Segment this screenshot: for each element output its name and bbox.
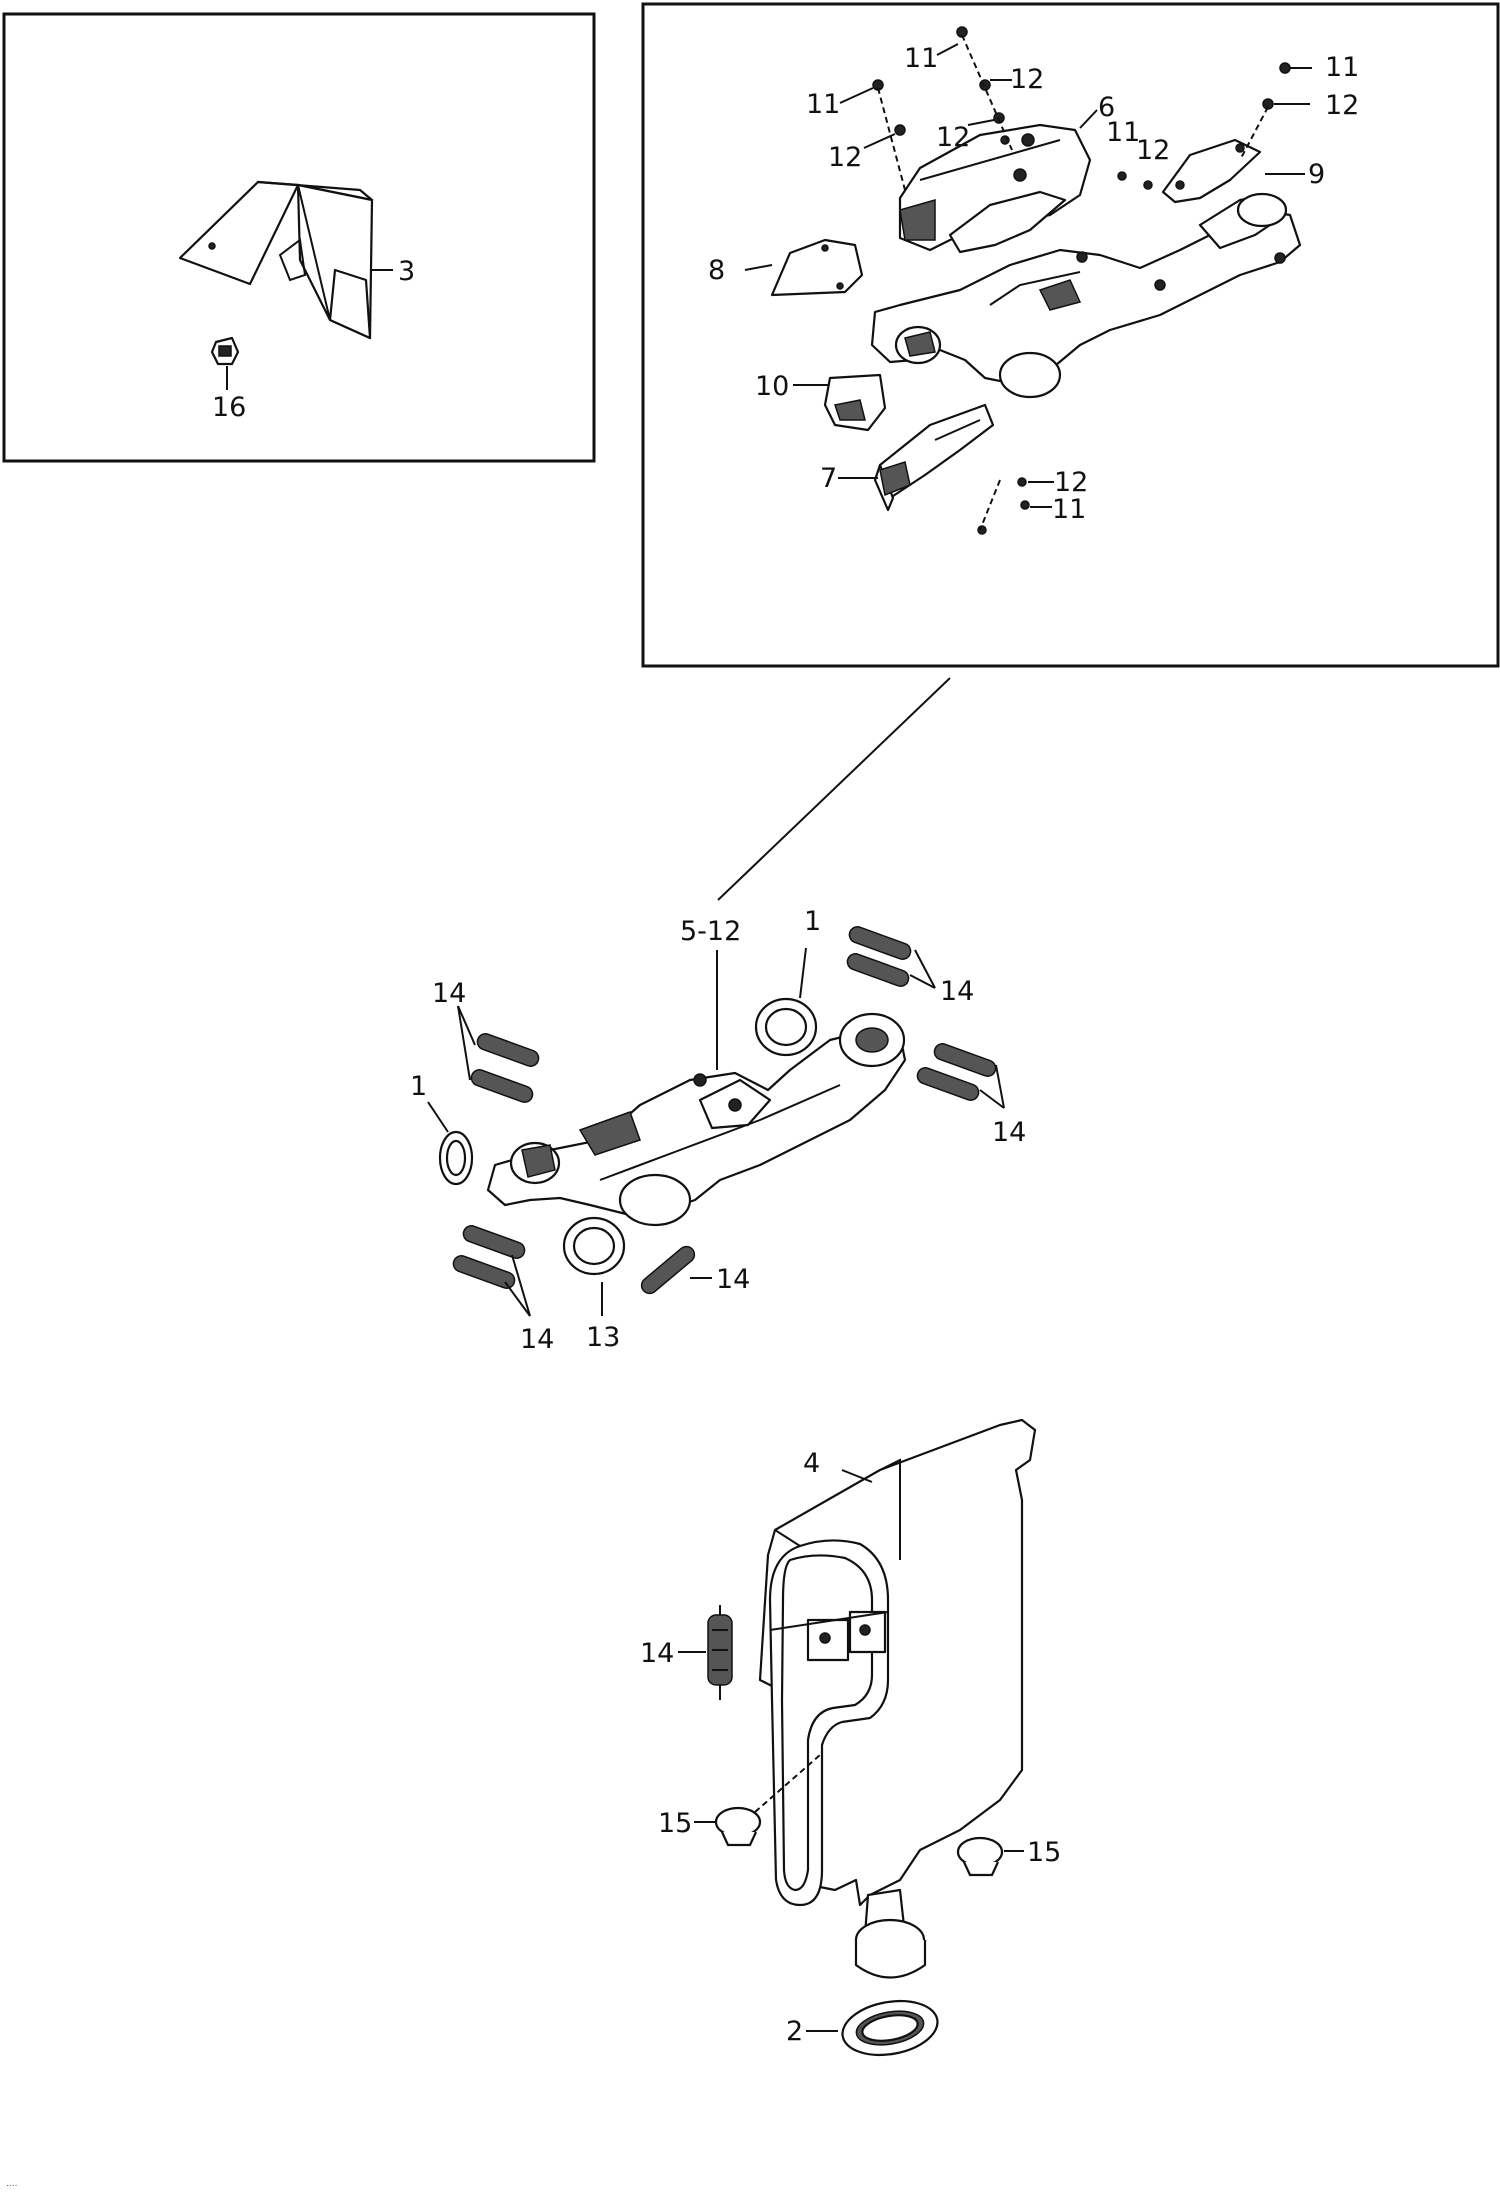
callout-12e: 12 <box>1325 90 1359 121</box>
callout-15b: 15 <box>1027 1837 1061 1868</box>
callout-8: 8 <box>708 255 725 286</box>
leader-6 <box>1079 109 1098 129</box>
part-16-clip <box>210 336 240 366</box>
part-5-manifold <box>486 1028 907 1227</box>
callout-14b: 14 <box>940 976 974 1007</box>
springs-14 <box>452 926 997 1295</box>
inset-connector-line <box>717 677 951 901</box>
part-15-grommet-left <box>714 1754 821 1847</box>
part-15-grommet-right <box>956 1836 1004 1877</box>
callout-11e: 11 <box>1052 494 1086 525</box>
callout-12c: 12 <box>936 122 970 153</box>
callout-15a: 15 <box>658 1808 692 1839</box>
callout-9: 9 <box>1308 159 1325 190</box>
leader-11b <box>839 87 874 104</box>
part-1-gasket-upper <box>754 997 818 1057</box>
part-3-heat-shield <box>178 180 374 340</box>
leader-4 <box>841 1469 873 1483</box>
callout-6: 6 <box>1098 92 1115 123</box>
callout-11a: 11 <box>904 43 938 74</box>
callout-13: 13 <box>586 1322 620 1353</box>
leader-12c <box>967 119 995 126</box>
part-6-upper-cover <box>898 123 1092 254</box>
callout-14c: 14 <box>992 1117 1026 1148</box>
leader-14a-1 <box>457 1005 476 1046</box>
callout-4: 4 <box>803 1448 820 1479</box>
leader-14c-1 <box>995 1064 1005 1109</box>
part-5-manifold-inset <box>870 192 1302 399</box>
callout-14d: 14 <box>520 1324 554 1355</box>
part-9-bracket <box>1161 138 1262 204</box>
callout-11b: 11 <box>806 89 840 120</box>
callout-14f: 14 <box>640 1638 674 1669</box>
fasteners-11-12-inset <box>872 26 1291 535</box>
leader-14c-2 <box>979 1089 1005 1109</box>
leader-11a <box>936 43 959 56</box>
leader-14d-1 <box>511 1254 531 1317</box>
part-14-spring-muffler <box>707 1605 733 1700</box>
callout-5-12: 5-12 <box>680 916 741 947</box>
callout-3: 3 <box>398 256 415 287</box>
part-13-gasket <box>562 1216 626 1276</box>
callout-16: 16 <box>212 392 246 423</box>
callout-12f: 12 <box>1054 467 1088 498</box>
leader-8 <box>744 264 773 271</box>
leader-14b-2 <box>909 974 936 989</box>
part-elbow-fitting <box>838 1012 906 1068</box>
part-4-muffler <box>758 1418 1037 1979</box>
part-2-gasket <box>841 1999 939 2057</box>
callout-7: 7 <box>820 463 837 494</box>
inset-frame-heat-shield <box>2 12 596 463</box>
callout-12a: 12 <box>1010 64 1044 95</box>
part-8-plate <box>770 238 864 297</box>
callout-1b: 1 <box>410 1071 427 1102</box>
leader-14d-2 <box>504 1281 531 1317</box>
callout-2: 2 <box>786 2016 803 2047</box>
inset-frame-manifold-covers <box>641 2 1500 668</box>
leader-12b <box>863 133 896 149</box>
callout-14e: 14 <box>716 1264 750 1295</box>
callout-11d: 11 <box>1325 52 1359 83</box>
callout-10: 10 <box>755 371 789 402</box>
callout-1a: 1 <box>804 906 821 937</box>
leader-14a-2 <box>457 1005 471 1081</box>
part-1-gasket-left <box>438 1130 474 1186</box>
callout-12b: 12 <box>828 142 862 173</box>
leader-1a <box>799 947 807 999</box>
callout-12d: 12 <box>1136 135 1170 166</box>
part-7-lower-cover <box>873 403 995 512</box>
leader-14b-1 <box>914 949 936 989</box>
footer-reference: .... <box>6 2179 17 2189</box>
callout-14a: 14 <box>432 978 466 1009</box>
callout-11c: 11 <box>1106 117 1140 148</box>
leader-1b <box>427 1101 449 1133</box>
part-10-bracket <box>823 373 887 432</box>
